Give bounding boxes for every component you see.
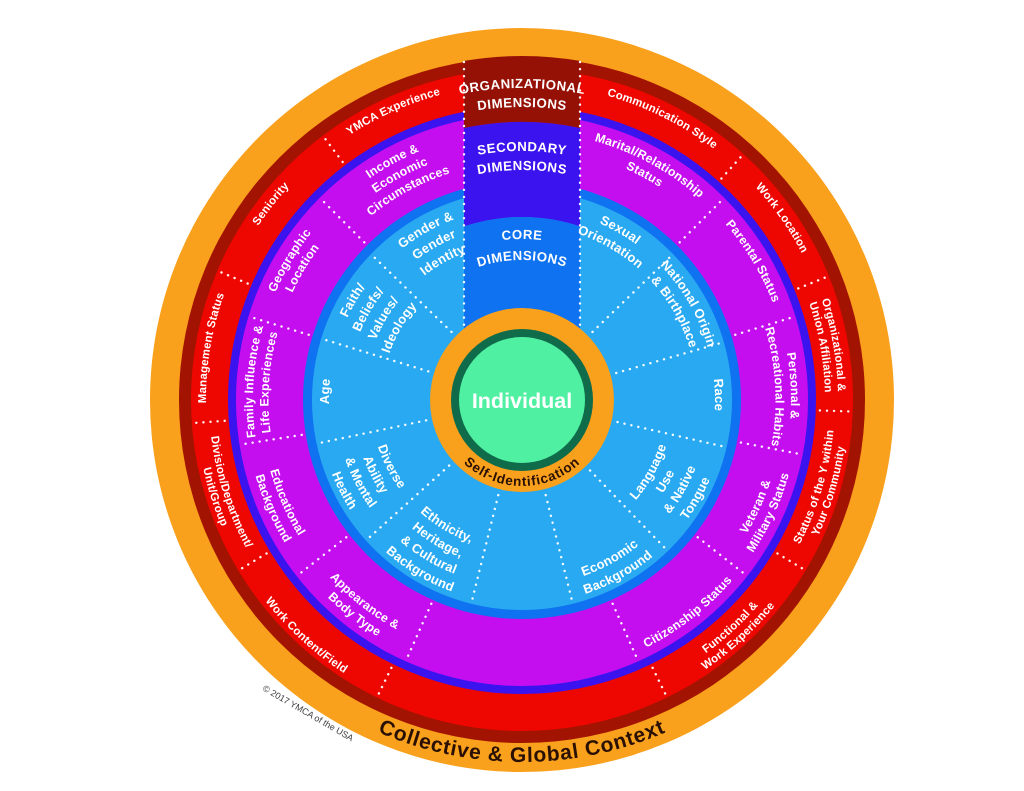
segment-divider	[797, 276, 827, 290]
core-segment-label: Race	[711, 378, 727, 411]
segment-divider	[251, 316, 310, 336]
segment-divider	[739, 441, 801, 456]
segment-divider	[377, 666, 393, 696]
core-segment-label: Age	[317, 378, 333, 404]
individual-label: Individual	[472, 389, 572, 413]
segment-divider	[651, 666, 667, 696]
segment-divider	[406, 602, 433, 659]
segment-divider	[242, 433, 303, 446]
segment-divider	[298, 536, 348, 575]
segment-divider	[219, 271, 249, 285]
secondary-segment-label: Personal &	[784, 351, 802, 419]
segment-divider	[720, 155, 743, 180]
segment-divider	[321, 199, 366, 244]
secondary-dimensions-wedge	[464, 122, 580, 227]
segment-divider	[194, 419, 226, 425]
segment-divider	[678, 199, 723, 244]
secondary-dimensions-title: SECONDARY	[476, 139, 568, 158]
organizational-dimensions-wedge	[464, 55, 580, 129]
segment-divider	[696, 536, 746, 575]
individual-circle	[459, 337, 585, 463]
segment-divider	[776, 552, 804, 570]
segment-divider	[818, 409, 850, 413]
secondary-dimensions-title: DIMENSIONS	[476, 158, 568, 177]
segment-divider	[240, 552, 268, 570]
core-dimensions-title: DIMENSIONS	[475, 248, 569, 270]
core-dimensions-title: CORE	[501, 227, 543, 243]
segment-divider	[611, 602, 638, 659]
organizational-dimensions-title: DIMENSIONS	[476, 95, 568, 113]
segment-divider	[734, 316, 793, 336]
segment-divider	[324, 137, 344, 164]
organizational-dimensions-title: ORGANIZATIONAL	[457, 76, 586, 97]
